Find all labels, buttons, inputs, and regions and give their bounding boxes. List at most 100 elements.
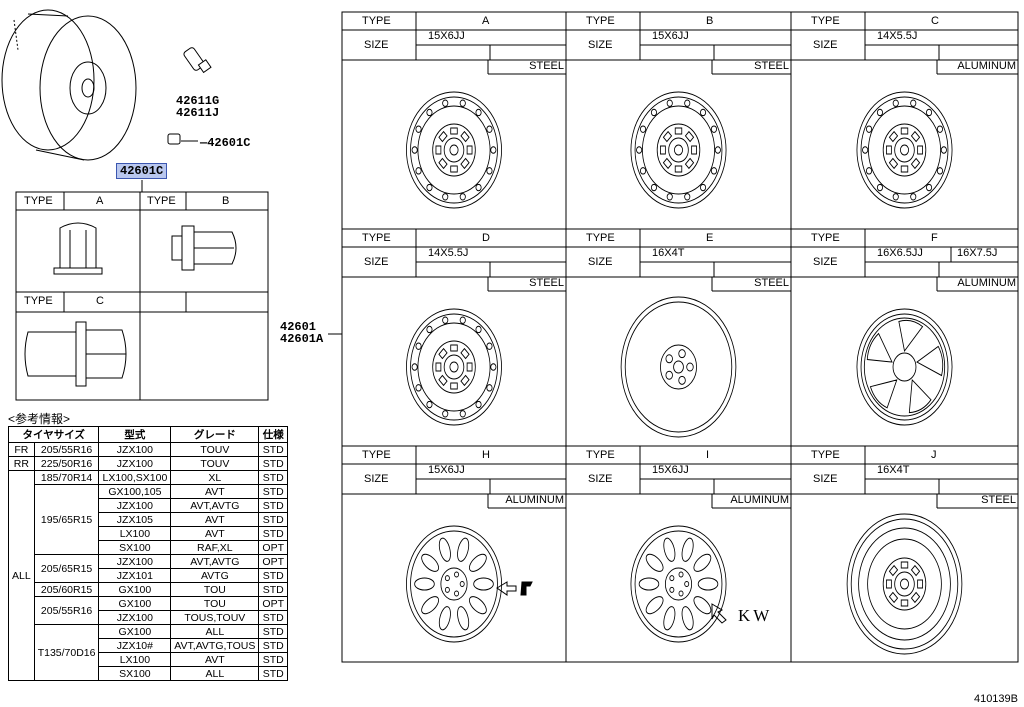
- wheel-size-label: SIZE: [813, 39, 838, 51]
- nut-type-label-b: TYPE: [147, 195, 176, 207]
- position-cell: ALL: [8, 470, 35, 681]
- wheel-material: STEEL: [754, 60, 789, 72]
- diagram-code: 410139B: [973, 693, 1018, 705]
- nut-c-icon: [24, 321, 127, 387]
- wheel-size-value: 16X4T: [652, 247, 685, 259]
- nut-a-icon: [53, 222, 103, 275]
- model-cell: JZX10#: [98, 638, 172, 653]
- valve-code-1: 42611G: [176, 94, 220, 108]
- nut-type-a: A: [96, 195, 104, 207]
- wheel-size-label: SIZE: [588, 473, 613, 485]
- wheel-type-label: TYPE: [362, 15, 391, 27]
- spec-cell: STD: [258, 638, 288, 653]
- wheel-material: ALUMINUM: [730, 494, 789, 506]
- tire-size-cell: 195/65R15: [33, 484, 100, 555]
- grade-cell: TOU: [170, 596, 260, 611]
- grade-cell: AVT,AVTG,TOUS: [170, 638, 260, 653]
- wheel-type-value: E: [706, 232, 714, 244]
- nut-b-icon: [171, 225, 237, 271]
- wheel-type-E-icon: [620, 296, 737, 438]
- header-model: 型式: [98, 426, 172, 443]
- spec-cell: STD: [258, 568, 288, 583]
- tire-size-cell: 205/55R16: [33, 442, 100, 457]
- wheel-material: ALUMINUM: [957, 60, 1016, 72]
- wheel-size-value: 16X4T: [877, 464, 910, 476]
- wheel-size-value: 14X5.5J: [877, 30, 918, 42]
- wheel-code-2: 42601A: [280, 332, 324, 346]
- highlighted-part-code[interactable]: 42601C: [116, 163, 168, 179]
- grade-cell: ALL: [170, 666, 260, 681]
- spec-cell: OPT: [258, 540, 288, 555]
- grade-cell: AVT,AVTG: [170, 498, 260, 513]
- model-cell: GX100: [98, 596, 172, 611]
- nut-code: 42601C: [207, 136, 251, 150]
- nut-type-b: B: [222, 195, 230, 207]
- model-cell: GX100,105: [98, 484, 172, 499]
- wheel-type-value: A: [482, 15, 490, 27]
- model-cell: JZX100: [98, 442, 172, 457]
- nut-code-label: —42601C: [200, 136, 251, 150]
- wheel-type-value: D: [482, 232, 490, 244]
- grade-cell: AVT: [170, 484, 260, 499]
- wheel-type-value: C: [931, 15, 939, 27]
- position-cell: RR: [8, 456, 35, 471]
- wheel-grid: [341, 11, 1019, 663]
- wheel-size-label: SIZE: [364, 256, 389, 268]
- grade-cell: AVTG: [170, 568, 260, 583]
- grade-cell: RAF,XL: [170, 540, 260, 555]
- wheel-size-label: SIZE: [588, 39, 613, 51]
- model-cell: JZX100: [98, 498, 172, 513]
- nut-type-label-c: TYPE: [24, 295, 53, 307]
- header-grade: グレード: [170, 426, 260, 443]
- wheel-size-value-2: 16X7.5J: [957, 247, 998, 259]
- spec-cell: STD: [258, 582, 288, 597]
- position-cell: FR: [8, 442, 35, 457]
- model-cell: JZX105: [98, 512, 172, 527]
- grade-cell: TOUV: [170, 442, 260, 457]
- spec-cell: STD: [258, 484, 288, 499]
- wheel-size-label: SIZE: [813, 473, 838, 485]
- wheel-type-label: TYPE: [586, 15, 615, 27]
- wheel-type-B-icon: [630, 91, 727, 209]
- valve-code-2: 42611J: [176, 106, 220, 120]
- brand-mark-icon: [520, 581, 533, 596]
- spec-cell: OPT: [258, 554, 288, 569]
- wheel-type-value: H: [482, 449, 490, 461]
- grade-cell: TOUS,TOUV: [170, 610, 260, 625]
- wheel-type-value: F: [931, 232, 938, 244]
- model-cell: GX100: [98, 624, 172, 639]
- wheel-material: STEEL: [754, 277, 789, 289]
- model-cell: SX100: [98, 540, 172, 555]
- wheel-size-value: 15X6JJ: [652, 30, 689, 42]
- wheel-type-value: I: [706, 449, 710, 461]
- wheel-size-label: SIZE: [813, 256, 838, 268]
- wheel-type-I-icon: [630, 525, 727, 643]
- reference-heading: <参考情報>: [8, 412, 71, 426]
- nut-type-c: C: [96, 295, 104, 307]
- model-cell: JZX100: [98, 610, 172, 625]
- model-cell: JZX100: [98, 554, 172, 569]
- grade-cell: TOUV: [170, 456, 260, 471]
- wheel-type-F-icon: [856, 308, 953, 426]
- nut-small-icon: [167, 133, 198, 145]
- wheel-code-1: 42601: [280, 320, 317, 334]
- tire-size-cell: 205/55R16: [33, 596, 100, 625]
- wheel-size-value: 15X6JJ: [428, 30, 465, 42]
- nut-type-label-a: TYPE: [24, 195, 53, 207]
- grade-cell: TOU: [170, 582, 260, 597]
- wheel-type-label: TYPE: [811, 449, 840, 461]
- grade-cell: ALL: [170, 624, 260, 639]
- wheel-type-value: J: [931, 449, 937, 461]
